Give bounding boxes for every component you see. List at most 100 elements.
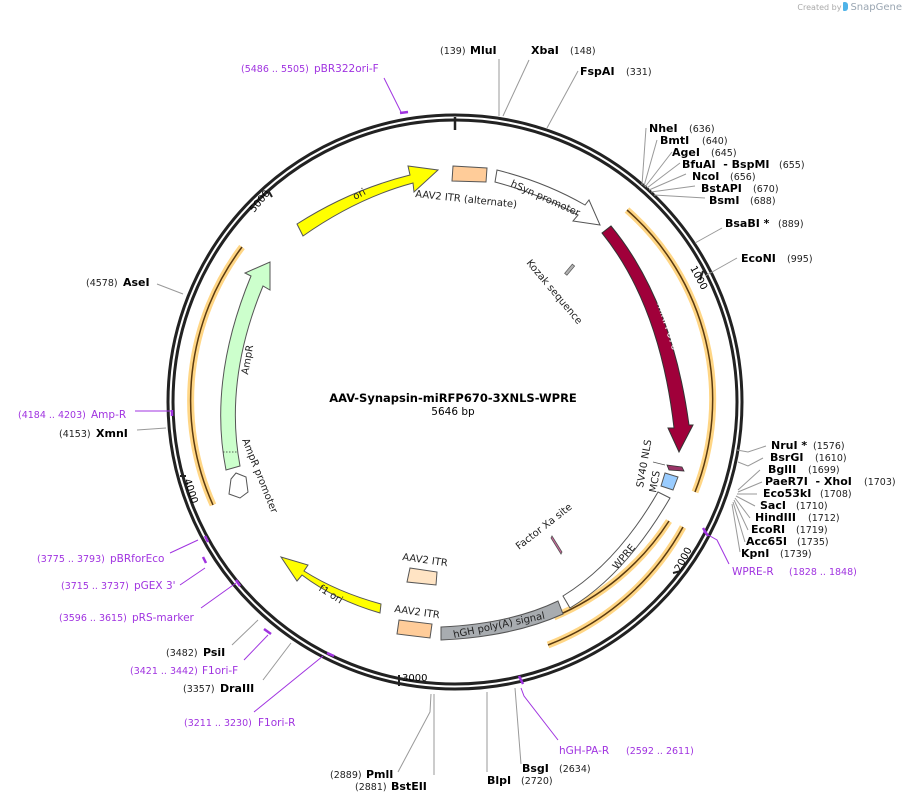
snapgene-logo-icon <box>843 2 849 11</box>
enzyme-saci[interactable]: SacI <box>760 499 786 512</box>
enzyme-pos-mlui: (139) <box>440 46 466 57</box>
feature-f1-ori[interactable]: f1 ori <box>279 556 382 614</box>
feature-mirfp670[interactable]: miRFP670 <box>601 225 694 454</box>
enzyme-pos-pmli: (2889) <box>330 770 362 781</box>
primer-hgh-pa-r[interactable]: hGH-PA-R <box>559 745 609 757</box>
feature-label-aav2-itr-2: AAV2 ITR <box>402 552 449 569</box>
enzyme-draiii[interactable]: DraIII <box>220 682 254 695</box>
credit-brand: SnapGene <box>850 2 902 13</box>
feature-label-ampr: AmpR <box>240 344 256 375</box>
enzyme-pos-asei: (4578) <box>86 278 118 289</box>
primer-range-pgex-3: (3715 .. 3737) <box>61 581 129 592</box>
feature-hsyn-promoter[interactable]: hSyn promoter <box>494 169 601 226</box>
enzyme-pmli[interactable]: PmlI <box>366 768 393 781</box>
enzyme-pos-bmti: (640) <box>702 136 728 147</box>
feature-aav2-itr[interactable]: AAV2 ITR <box>394 604 441 639</box>
enzyme-blpi[interactable]: BlpI <box>487 774 511 787</box>
enzyme-mlui[interactable]: MluI <box>470 44 497 57</box>
enzyme-fspai[interactable]: FspAI <box>580 65 615 78</box>
tick-2000: 2000 <box>673 546 695 574</box>
enzyme-bsgi[interactable]: BsgI <box>522 762 549 775</box>
primer-f1ori-f[interactable]: F1ori-F <box>202 665 238 677</box>
plasmid-name: AAV-Synapsin-miRFP670-3XNLS-WPRE <box>329 391 577 405</box>
enzyme-pos-blpi: (2720) <box>521 776 553 787</box>
primer-prs-marker[interactable]: pRS-marker <box>132 612 195 624</box>
tick-4000: 4000 <box>181 478 199 506</box>
feature-aav2-itr-2[interactable]: AAV2 ITR <box>402 552 449 586</box>
enzyme-bsteii[interactable]: BstEII <box>391 780 427 793</box>
primer-amp-r[interactable]: Amp-R <box>91 409 126 421</box>
enzyme-bmti[interactable]: BmtI <box>660 134 689 147</box>
tick-1000: 1000 <box>687 264 709 292</box>
enzyme-pos-acc65i: (1735) <box>797 537 829 548</box>
primer-range-prs-marker: (3596 .. 3615) <box>59 613 127 624</box>
credit-prefix: Created by <box>797 3 842 12</box>
primer-range-wpre-r: (1828 .. 1848) <box>789 567 857 578</box>
enzyme-pos-bsgi: (2634) <box>559 764 591 775</box>
enzyme-xmni[interactable]: XmnI <box>96 427 128 440</box>
enzyme-pos-saci: (1710) <box>796 501 828 512</box>
enzyme-bfuai-bspmi[interactable]: BfuAI - BspMI <box>682 158 770 171</box>
enzyme-econi[interactable]: EcoNI <box>741 252 776 265</box>
enzyme-acc65i[interactable]: Acc65I <box>746 535 787 548</box>
enzyme-pos-xbai: (148) <box>570 46 596 57</box>
enzyme-bsrgi[interactable]: BsrGI <box>770 451 803 464</box>
primer-range-pbr322ori-f: (5486 .. 5505) <box>241 64 309 75</box>
feature-ampr[interactable]: AmpR <box>220 261 271 471</box>
primer-f1ori-r[interactable]: F1ori-R <box>258 717 295 729</box>
feature-hgh-polya-signal[interactable]: hGH poly(A) signal <box>440 600 564 641</box>
enzyme-pos-bstapi: (670) <box>753 184 779 195</box>
primer-wpre-r[interactable]: WPRE-R <box>732 566 774 578</box>
feature-mcs[interactable]: MCS <box>648 470 679 494</box>
enzyme-pos-bsteii: (2881) <box>355 782 387 793</box>
feature-label-ori: ori <box>351 187 368 203</box>
feature-label-aav2-itr: AAV2 ITR <box>394 604 441 621</box>
enzyme-psii[interactable]: PsiI <box>203 646 225 659</box>
enzyme-pos-hindiii: (1712) <box>808 513 840 524</box>
enzyme-nhei[interactable]: NheI <box>649 122 678 135</box>
feature-factor-xa-site[interactable]: Factor Xa site <box>514 502 574 555</box>
enzyme-nrui[interactable]: NruI * <box>771 439 807 452</box>
enzyme-bstapi[interactable]: BstAPI <box>701 182 742 195</box>
primer-labels: (5486 .. 5505) pBR322ori-F WPRE-R (1828 … <box>18 63 857 757</box>
primer-range-f1ori-f: (3421 .. 3442) <box>130 666 198 677</box>
enzyme-paer7i-xhoi[interactable]: PaeR7I - XhoI <box>765 475 852 488</box>
enzyme-pos-ncoi: (656) <box>730 172 756 183</box>
enzyme-hindiii[interactable]: HindIII <box>755 511 796 524</box>
tick-3000: 3000 <box>402 673 427 684</box>
feature-label-mcs: MCS <box>648 470 663 494</box>
enzyme-pos-xmni: (4153) <box>59 429 91 440</box>
feature-ori[interactable]: ori <box>296 165 440 237</box>
primer-range-amp-r: (4184 .. 4203) <box>18 410 86 421</box>
enzyme-eco53ki[interactable]: Eco53kI <box>763 487 811 500</box>
primer-range-pbrforeco: (3775 .. 3793) <box>37 554 105 565</box>
enzyme-pos-nhei: (636) <box>689 124 715 135</box>
enzyme-asei[interactable]: AseI <box>123 276 150 289</box>
enzyme-pos-bsrgi: (1610) <box>815 453 847 464</box>
enzyme-bsmi[interactable]: BsmI <box>709 194 740 207</box>
enzyme-pos-bsabi: (889) <box>778 219 804 230</box>
enzyme-bglii[interactable]: BglII <box>768 463 796 476</box>
feature-wpre[interactable]: WPRE <box>562 491 671 609</box>
orf-arcs <box>187 207 717 649</box>
primer-pbr322ori-f[interactable]: pBR322ori-F <box>314 63 379 75</box>
enzyme-pos-bfuai-bspmi: (655) <box>779 160 805 171</box>
feature-kozak-sequence[interactable]: Kozak sequence <box>524 258 584 327</box>
primer-leader-lines <box>135 77 730 741</box>
enzyme-kpni[interactable]: KpnI <box>741 547 769 560</box>
primer-pgex-3[interactable]: pGEX 3' <box>134 580 176 592</box>
enzyme-agei[interactable]: AgeI <box>672 146 700 159</box>
plasmid-size: 5646 bp <box>431 406 475 418</box>
enzyme-pos-draiii: (3357) <box>183 684 215 695</box>
enzyme-ncoi[interactable]: NcoI <box>692 170 719 183</box>
enzyme-pos-bsmi: (688) <box>750 196 776 207</box>
enzyme-xbai[interactable]: XbaI <box>531 44 559 57</box>
enzyme-bsabi[interactable]: BsaBI * <box>725 217 770 230</box>
primer-range-f1ori-r: (3211 .. 3230) <box>184 718 252 729</box>
enzyme-pos-ecori: (1719) <box>796 525 828 536</box>
enzyme-pos-econi: (995) <box>787 254 813 265</box>
primer-pbrforeco[interactable]: pBRforEco <box>110 553 164 565</box>
enzyme-ecori[interactable]: EcoRI <box>751 523 785 536</box>
enzyme-pos-bglii: (1699) <box>808 465 840 476</box>
